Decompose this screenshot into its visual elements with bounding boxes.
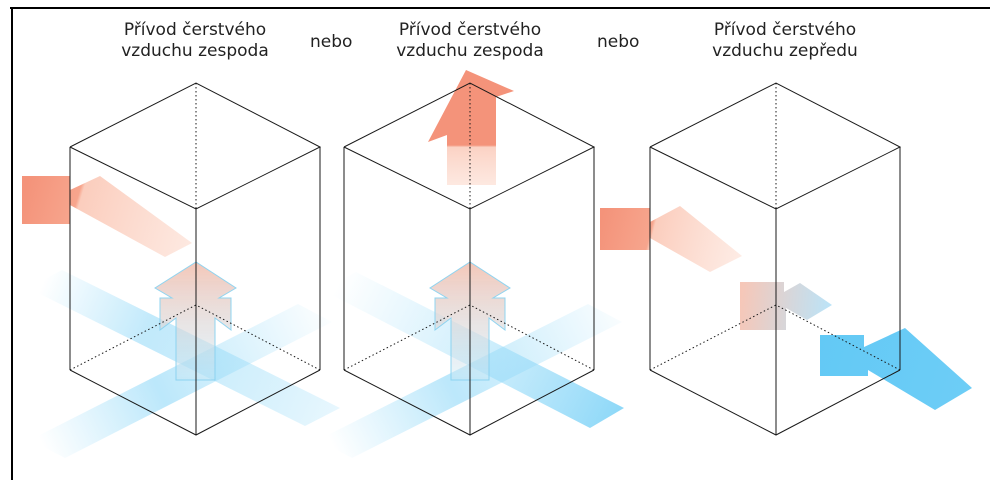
cube-2 — [343, 82, 596, 436]
diagram-1-fresh-air-bottom — [22, 82, 340, 458]
diagram-3-title-line2: vzduchu zepředu — [712, 41, 858, 61]
diagram-3-title: Přívod čerstvého vzduchu zepředu — [680, 20, 890, 62]
diagram-3-title-line1: Přívod čerstvého — [713, 20, 857, 40]
diagram-2-title-line2: vzduchu zespoda — [396, 41, 544, 61]
diagram-2-title: Přívod čerstvého vzduchu zespoda — [365, 20, 575, 62]
diagram-1-title-line1: Přívod čerstvého — [123, 20, 267, 40]
diagram-3-fresh-air-front — [600, 82, 972, 436]
diagram-2-fresh-air-bottom — [318, 70, 624, 458]
fresh-air-band-1b — [30, 304, 332, 458]
exhaust-air-arrow — [22, 176, 192, 257]
diagram-1-title-line2: vzduchu zespoda — [121, 41, 269, 61]
cube-3 — [649, 82, 902, 436]
cube-1 — [69, 82, 322, 436]
diagram-1-title: Přívod čerstvého vzduchu zespoda — [95, 20, 295, 62]
inner-air-arrow-3 — [740, 282, 832, 330]
separator-1: nebo — [310, 32, 353, 52]
exhaust-air-arrow-top — [428, 70, 514, 185]
fresh-air-arrow-front — [820, 328, 972, 410]
exhaust-air-arrow-3 — [600, 206, 742, 272]
diagram-2-title-line1: Přívod čerstvého — [398, 20, 542, 40]
separator-2: nebo — [597, 32, 640, 52]
